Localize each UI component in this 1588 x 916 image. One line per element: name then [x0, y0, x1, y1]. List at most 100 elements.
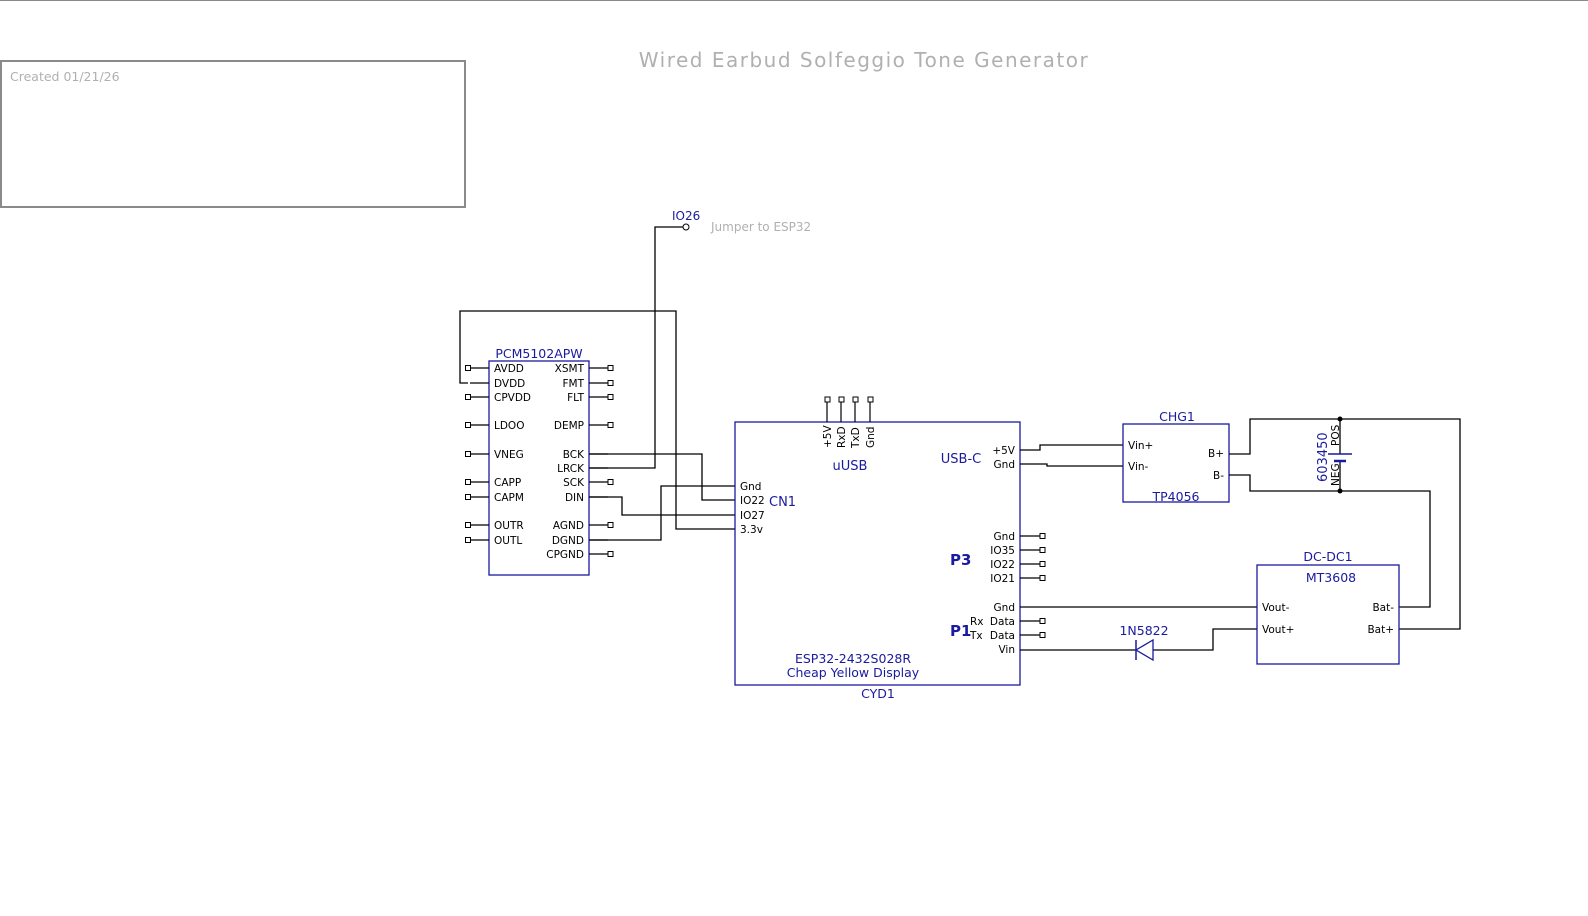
p3-label: P3 [950, 551, 971, 569]
usbc-pin-5v: +5V [992, 445, 1015, 457]
cn1-pin-io27: IO27 [740, 510, 765, 522]
pcm-pin-agnd: AGND [553, 520, 584, 532]
pcm-pin-din: DIN [565, 492, 584, 504]
wire-lrck-io26 [589, 226, 683, 469]
pad-icon[interactable] [465, 522, 471, 528]
diode-part: 1N5822 [1119, 623, 1168, 638]
cn1-pin-3v3: 3.3v [740, 524, 763, 536]
sheet-top-border [0, 0, 1588, 1]
p1-pin-gnd: Gnd [994, 602, 1015, 614]
p1-pin-vin: Vin [998, 644, 1015, 656]
pad-icon[interactable] [465, 451, 471, 457]
pad-icon[interactable] [465, 394, 471, 400]
dcdc-pin-voutplus: Vout+ [1262, 624, 1294, 636]
pcm-pin-vneg: VNEG [494, 449, 524, 461]
pad-icon [1039, 632, 1046, 638]
p1-label: P1 [950, 622, 971, 640]
diode-triangle-icon [1134, 638, 1154, 662]
pad-icon[interactable] [465, 479, 471, 485]
pcm-pin-xsmt: XSMT [555, 363, 585, 375]
chg-ref: CHG1 [1159, 409, 1195, 424]
jumper-terminal-icon[interactable] [682, 223, 690, 231]
uusb-pin-gnd: Gnd [865, 427, 877, 448]
pcm-pin-fmt: FMT [562, 378, 584, 390]
p1-pin-rx-data: Data [990, 616, 1015, 628]
pad-icon[interactable] [607, 551, 614, 557]
pad-icon[interactable] [607, 479, 614, 485]
cyd-desc: Cheap Yellow Display [787, 665, 920, 680]
cn1-pin-gnd: Gnd [740, 481, 761, 493]
chg-pin-bplus: B+ [1208, 448, 1224, 460]
pcm-pin-capp: CAPP [494, 477, 521, 489]
chg-body [1122, 423, 1230, 503]
created-date: Created 01/21/26 [10, 69, 120, 84]
pad-icon [838, 396, 845, 403]
component-mt3608[interactable]: DC-DC1 MT3608 Vout- Vout+ Bat- Bat+ [1256, 549, 1400, 665]
pad-icon [1039, 561, 1046, 567]
chg-pin-vinminus: Vin- [1128, 461, 1149, 473]
p3-pin-io21: IO21 [990, 573, 1015, 585]
chg-pin-vinplus: Vin+ [1128, 440, 1153, 452]
uusb-label: uUSB [833, 459, 868, 474]
uusb-pin-txd: TxD [850, 427, 862, 449]
pad-icon[interactable] [607, 365, 614, 371]
wire-dgnd-gnd [589, 485, 735, 541]
pcm-pin-avdd: AVDD [494, 363, 524, 375]
cyd-part: ESP32-2432S028R [795, 651, 911, 666]
component-cyd[interactable]: ESP32-2432S028R Cheap Yellow Display CYD… [734, 396, 1046, 701]
pcm-pin-outl: OUTL [494, 535, 522, 547]
pad-icon[interactable] [607, 422, 614, 428]
component-battery[interactable]: 603450 POS NEG [1316, 424, 1352, 486]
pcm-pin-lrck: LRCK [557, 463, 585, 475]
pad-icon [867, 396, 874, 403]
junction-dot-icon [1337, 488, 1343, 494]
component-pcm5102apw[interactable]: PCM5102APW AVDDDVDDCPVDDLDOOVNEGCAPPCAPM… [465, 346, 614, 576]
pcm-pin-ldoo: LDOO [494, 420, 524, 432]
p1-pin-tx-data: Data [990, 630, 1015, 642]
pad-icon[interactable] [607, 522, 614, 528]
dcdc-pin-voutminus: Vout- [1262, 602, 1290, 614]
pad-icon [1039, 575, 1046, 581]
dcdc-body [1256, 564, 1400, 665]
dcdc-pin-batplus: Bat+ [1367, 624, 1394, 636]
component-diode-1n5822[interactable]: 1N5822 [1119, 623, 1169, 662]
pcm-pin-flt: FLT [567, 392, 584, 404]
pcm-pin-cpvdd: CPVDD [494, 392, 531, 404]
pad-icon[interactable] [465, 494, 471, 500]
battery-part: 603450 [1316, 432, 1331, 482]
p3-pin-io22: IO22 [990, 559, 1015, 571]
pad-icon[interactable] [465, 365, 471, 371]
pad-icon[interactable] [607, 394, 614, 400]
p3-header: Gnd IO35 IO22 IO21 [990, 531, 1046, 585]
cn1-label: CN1 [769, 495, 796, 510]
cn1-pin-io22: IO22 [740, 495, 765, 507]
wire-dvdd-3v3 [459, 310, 735, 530]
pcm-pin-sck: SCK [563, 477, 585, 489]
pad-icon [1039, 618, 1046, 624]
pad-icon[interactable] [607, 380, 614, 386]
p1-prefix-rx: Rx [970, 616, 984, 628]
pcm-pin-bck: BCK [563, 449, 585, 461]
uusb-header: +5V RxD TxD Gnd uUSB [822, 396, 877, 474]
wire-diode-voutplus [1153, 628, 1257, 651]
pad-icon [1039, 547, 1046, 553]
pad-icon[interactable] [465, 537, 471, 543]
title-block [0, 60, 466, 208]
pcm-pin-demp: DEMP [554, 420, 584, 432]
usbc-pin-gnd: Gnd [994, 459, 1015, 471]
pad-icon[interactable] [465, 422, 471, 428]
pad-icon [852, 396, 859, 403]
chg-pin-bminus: B- [1213, 470, 1224, 482]
pcm-pin-cpgnd: CPGND [546, 549, 584, 561]
usbc-label: USB-C [941, 452, 981, 467]
uusb-pin-5v: +5V [822, 425, 834, 448]
pad-icon [1039, 533, 1046, 539]
component-tp4056[interactable]: CHG1 Vin+ Vin- B+ B- TP4056 [1122, 409, 1230, 504]
battery-wires [1229, 416, 1461, 630]
dcdc-part: MT3608 [1306, 570, 1356, 585]
junction-dot-icon [1337, 416, 1343, 422]
p3-pin-io35: IO35 [990, 545, 1015, 557]
net-label-io26: IO26 [672, 209, 700, 223]
